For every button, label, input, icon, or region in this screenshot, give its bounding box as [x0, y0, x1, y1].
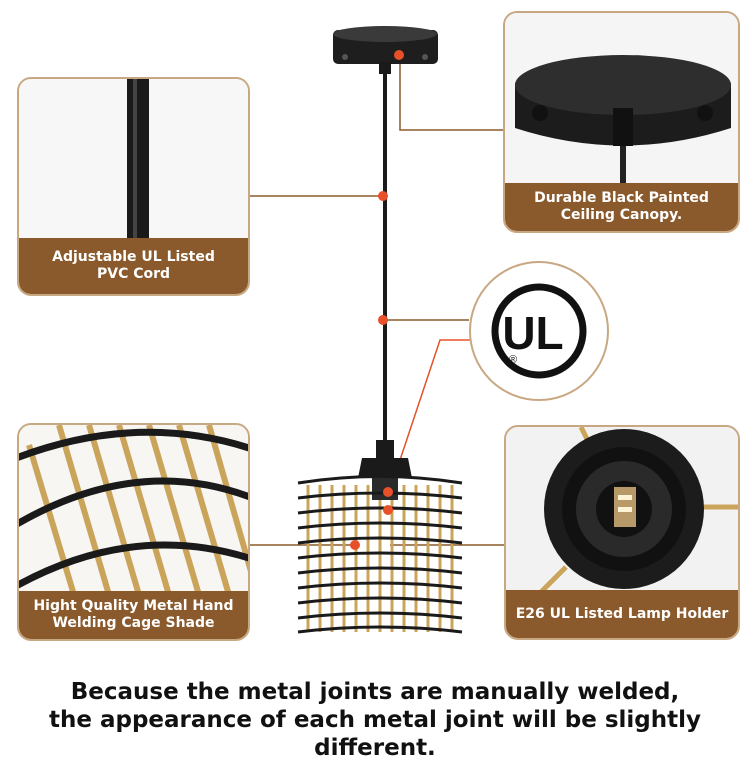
- marker-socket-1: [383, 487, 393, 497]
- callout-cord: Adjustable UL Listed PVC Cord: [17, 77, 250, 296]
- ul-logo: UL ®: [491, 283, 587, 379]
- callout-cage: Hight Quality Metal Hand Welding Cage Sh…: [17, 423, 250, 641]
- callout-holder: E26 UL Listed Lamp Holder: [504, 425, 740, 640]
- marker-canopy: [394, 50, 404, 60]
- callout-canopy-caption: Durable Black Painted Ceiling Canopy.: [505, 183, 738, 231]
- callout-cord-line1: Adjustable UL Listed: [52, 249, 215, 265]
- ceiling-canopy: [333, 26, 438, 74]
- footer-note: Because the metal joints are manually we…: [0, 678, 750, 762]
- callout-canopy-line1: Durable Black Painted: [534, 190, 709, 206]
- ul-logo-letters: UL: [502, 307, 563, 359]
- leader-ul-holder: [389, 339, 472, 491]
- cage-shade: [297, 475, 463, 634]
- callout-canopy: Durable Black Painted Ceiling Canopy.: [503, 11, 740, 233]
- callout-holder-line1: E26 UL Listed Lamp Holder: [515, 605, 729, 622]
- leader-canopy: [395, 54, 503, 131]
- callout-cord-line2: PVC Cord: [96, 266, 171, 282]
- callout-holder-caption: E26 UL Listed Lamp Holder: [506, 590, 738, 638]
- callout-cage-line2: Welding Cage Shade: [52, 615, 215, 631]
- marker-cage: [350, 540, 360, 550]
- marker-socket-2: [383, 505, 393, 515]
- callout-canopy-line2: Ceiling Canopy.: [560, 207, 683, 223]
- footer-line1: Because the metal joints are manually we…: [70, 679, 680, 705]
- footer-line2: the appearance of each metal joint will …: [48, 707, 702, 761]
- ul-registered-mark: ®: [509, 354, 517, 366]
- marker-cord-2: [378, 315, 388, 325]
- callout-cord-caption: Adjustable UL Listed PVC Cord: [19, 238, 248, 294]
- callout-cage-caption: Hight Quality Metal Hand Welding Cage Sh…: [19, 591, 248, 639]
- marker-cord-1: [378, 191, 388, 201]
- ul-certification-badge: UL ®: [469, 261, 609, 401]
- callout-cage-line1: Hight Quality Metal Hand: [33, 598, 234, 614]
